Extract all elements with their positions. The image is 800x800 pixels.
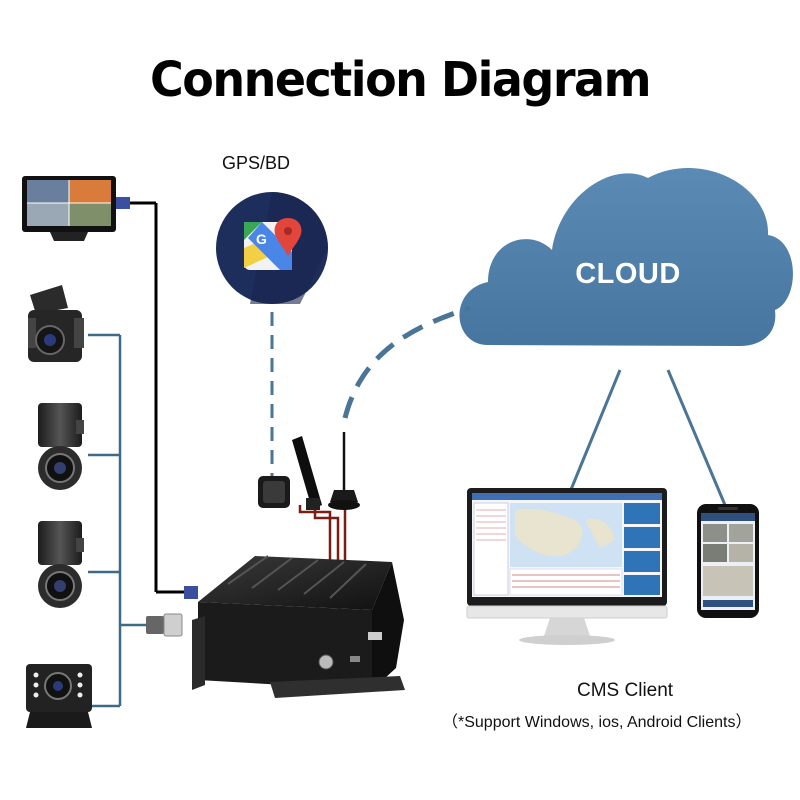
camera-2: [38, 403, 84, 490]
cms-client-label: CMS Client: [577, 680, 674, 701]
diagram-title: Connection Diagram: [149, 50, 652, 108]
camera-4: [26, 664, 92, 728]
cloud-phone-link: [666, 369, 727, 506]
antenna-cables: [298, 505, 347, 560]
cloud-icon: [459, 168, 793, 346]
wifi-antenna: [328, 432, 360, 510]
map-pin-icon: G: [216, 192, 328, 304]
smartphone: [697, 504, 759, 618]
wireless-link: [270, 305, 471, 476]
camera-1: [28, 285, 84, 362]
svg-text:G: G: [256, 231, 267, 247]
mdvr-device: [192, 555, 405, 698]
gps-antenna: [258, 476, 290, 508]
camera-bus: [88, 333, 148, 708]
cloud-label: CLOUD: [575, 258, 681, 290]
vga-connector: [184, 586, 198, 599]
monitor-device: [22, 176, 116, 241]
pc-monitor: [466, 488, 668, 645]
camera-3: [38, 521, 84, 608]
vga-connector: [116, 197, 130, 209]
cms-client-note: （*Support Windows, ios, Android Clients）: [442, 714, 752, 731]
monitor-cable: [128, 201, 188, 594]
gps-label: GPS/BD: [222, 153, 291, 173]
aviation-connector: [146, 613, 183, 637]
4g-antenna: [292, 436, 322, 510]
cloud-pc-link: [568, 369, 622, 493]
